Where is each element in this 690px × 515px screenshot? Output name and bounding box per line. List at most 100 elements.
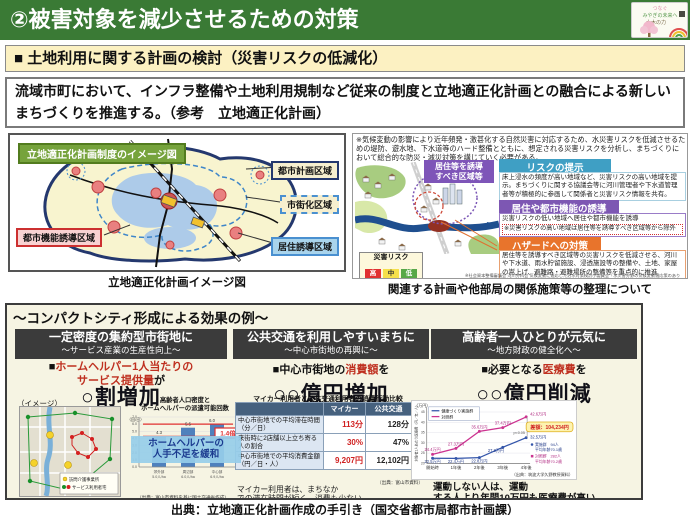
- flood-risk-panel: ※気候変動の影響により近年頻発・激甚化する自然災害に対応するため、水災害リスクを…: [352, 133, 688, 279]
- svg-text:35: 35: [421, 431, 425, 435]
- page-title-bar: ②被害対象を減少させるための対策: [0, 0, 690, 40]
- disaster-risk-legend-title: 災害リスク: [373, 254, 409, 261]
- left-map-caption: 立地適正化計画イメージ図: [108, 277, 246, 289]
- consumption-table-title: マイカー利用者と公共交通利用者の消費行動比較: [253, 396, 403, 403]
- transit-value: 128分: [365, 414, 412, 435]
- transit-value: 12,102円: [365, 451, 412, 471]
- svg-text:22.5万円: 22.5万円: [425, 459, 441, 464]
- blue-line-points: [431, 436, 528, 460]
- col3-caption: 運動しない人は、運動 する人より年間10万円も医療費が高い: [433, 482, 596, 500]
- col2-statement: ■中心市街地の消費額を: [233, 363, 429, 377]
- svg-text:郊外部: 郊外部: [154, 469, 165, 474]
- svg-text:42.6万円: 42.6万円: [530, 412, 546, 417]
- col1-statement: ■ホームヘルパー1人当たりの サービス提供量が: [15, 360, 227, 389]
- svg-text:6.0: 6.0: [132, 422, 137, 426]
- col2-big-effect: ○○億円増加: [273, 383, 389, 406]
- car-value: 9,207円: [323, 451, 366, 471]
- logo-line2: みやぎの未来へ: [642, 12, 677, 19]
- svg-text:32.5万円: 32.5万円: [530, 435, 546, 440]
- row-label: 来街時に2店舗以上立ち寄る人の割合: [235, 433, 324, 453]
- miyagi-logo: つなぐ みやぎの未来へ 土木の力: [631, 2, 688, 38]
- line-chart-ylabel: 対象者1人あたり医療費（円／年／人）: [413, 404, 418, 462]
- control-group-line: [432, 416, 527, 455]
- risk-presentation-header: リスクの提示: [499, 159, 611, 175]
- house-icons: [362, 173, 462, 251]
- map-town-dots: [66, 161, 270, 250]
- svg-text:37.4万円: 37.4万円: [495, 421, 511, 426]
- col2-note: マイカー利用者は、まちなか での滞在時間が短く、消費も少ない: [237, 485, 362, 500]
- col1-stmt-bullet: ■: [48, 361, 56, 373]
- disaster-risk-legend: 災害リスク 高中低: [359, 252, 423, 278]
- col1-stmt-red2: サービス提供量: [77, 375, 154, 388]
- bar-chart-unit: （回/日）: [127, 417, 144, 422]
- svg-text:開始時: 開始時: [426, 464, 439, 471]
- svg-text:22.8万円: 22.8万円: [471, 459, 487, 464]
- label-city-planning-area: 都市計画区域: [270, 161, 339, 180]
- col-transit-header: 公共交通: [365, 402, 412, 416]
- logo-illustration: つなぐ みやぎの未来へ 土木の力: [632, 3, 687, 37]
- risk-low-cell: 低: [401, 268, 417, 278]
- map-badge: 立地適正化計画制度のイメージ図: [18, 143, 186, 164]
- col3-stmt-red1: 医療費: [542, 364, 576, 376]
- logo-tree-icon: [640, 21, 658, 37]
- svg-text:4.3: 4.3: [156, 430, 162, 435]
- svg-text:25: 25: [421, 451, 425, 455]
- svg-text:5.0: 5.0: [132, 429, 137, 433]
- row-label: 中心市街地での平均消費金額（円／日・人）: [235, 451, 324, 471]
- col1-header-line2: ～サービス産業の生産性向上～: [61, 344, 181, 355]
- svg-text:6.0人/ha: 6.0人/ha: [181, 474, 195, 479]
- exercise-group-line: [432, 437, 527, 460]
- car-value: 113分: [323, 414, 366, 435]
- guidance-body: 災害リスクの低い地域へ居住や都市機能を誘導 ※災害リスクの高い地域は居住等を誘導…: [499, 213, 686, 237]
- risk-mid-cell: 中: [383, 268, 399, 278]
- col2-source: （出典：富山市資料）: [377, 480, 423, 485]
- col1-big-effect: ○割増加: [81, 386, 161, 409]
- p-value-note: p<0.05: [514, 431, 525, 435]
- table-corner-cell: [235, 402, 324, 416]
- climate-note: ※気候変動の影響により近年頻発・激甚化する自然災害に対応するため、水災害リスクを…: [356, 135, 686, 162]
- image-label: （イメージ）: [17, 399, 62, 408]
- river: [355, 215, 499, 233]
- col3-stmt-black2: を: [575, 364, 587, 376]
- line-chart-plot: （万円） 対象者1人あたり医療費（円／年／人） 20 25 30 35 40 4…: [413, 403, 574, 477]
- transit-value: 47%: [365, 433, 412, 453]
- map-station-markers: [160, 192, 206, 229]
- hazard-blob: [428, 220, 450, 232]
- building-cluster: [442, 183, 463, 205]
- svg-text:27.3万円: 27.3万円: [448, 441, 464, 446]
- col3-header-line2: ～地方財政の健全化へ～: [487, 344, 581, 355]
- line-legend: 健康づくり実施群 対照群: [428, 406, 480, 421]
- svg-text:7.0: 7.0: [132, 415, 137, 419]
- hazard-measures-body: 居住等を誘導すべき区域等の災害リスクを低減させる、河川や下水道、雨水貯留施設、浸…: [499, 250, 686, 278]
- svg-text:30: 30: [421, 441, 425, 445]
- location-plan-map-panel: 立地適正化計画制度のイメージ図 都市計画区域 市街化区域 居住誘導区域 都市機能…: [8, 133, 346, 272]
- map-legend-office: 訪問介護事業所: [69, 476, 100, 483]
- diff-callout: 差額：104,234円: [525, 421, 574, 433]
- svg-text:5.0人/ha: 5.0人/ha: [152, 474, 166, 479]
- svg-text:0.0: 0.0: [132, 465, 137, 469]
- compact-city-effects-box: ～コンパクトシティ形成による効果の例～ 一定密度の集約型市街地に ～サービス産業…: [5, 303, 643, 500]
- pink-line-points: [431, 415, 528, 456]
- svg-text:22.4万円: 22.4万円: [448, 459, 464, 464]
- svg-text:実施群 94人: 実施群 94人: [535, 442, 559, 447]
- road: [410, 162, 450, 254]
- svg-text:4年後: 4年後: [521, 464, 533, 471]
- service-network-red: [70, 431, 98, 459]
- table-row: 来街時に2店舗以上立ち寄る人の割合 30% 47%: [235, 433, 412, 453]
- bar-value-labels: 4.3 5.5 6.0: [156, 418, 215, 435]
- svg-text:6.0: 6.0: [209, 418, 215, 423]
- svg-text:20: 20: [421, 462, 425, 466]
- col3-header: 高齢者一人ひとりが元気に ～地方財政の健全化へ～: [431, 329, 637, 359]
- helper-route-map-illustration: 訪問介護事業所 サービス利用者宅: [20, 407, 120, 496]
- guidance-body-text: 災害リスクの低い地域へ居住や都市機能を誘導: [502, 215, 639, 222]
- guidance-header: 居住や都市機能の誘導: [499, 200, 619, 216]
- page-title: ②被害対象を減少させるための対策: [10, 7, 359, 32]
- car-value: 30%: [323, 433, 366, 453]
- group-annotations: 実施群 94人 平均年齢70.1歳 対照群 282人 平均年齢70.2歳: [530, 442, 562, 464]
- line-x-labels: 開始時 1年後 2年後 3年後 4年後: [426, 464, 532, 471]
- label-urban-function-area: 都市機能誘導区域: [16, 228, 103, 247]
- col2-header: 公共交通を利用しやすいまちに ～中心市街地の再興に～: [233, 329, 429, 359]
- col3-statement: ■必要となる医療費を: [431, 363, 637, 377]
